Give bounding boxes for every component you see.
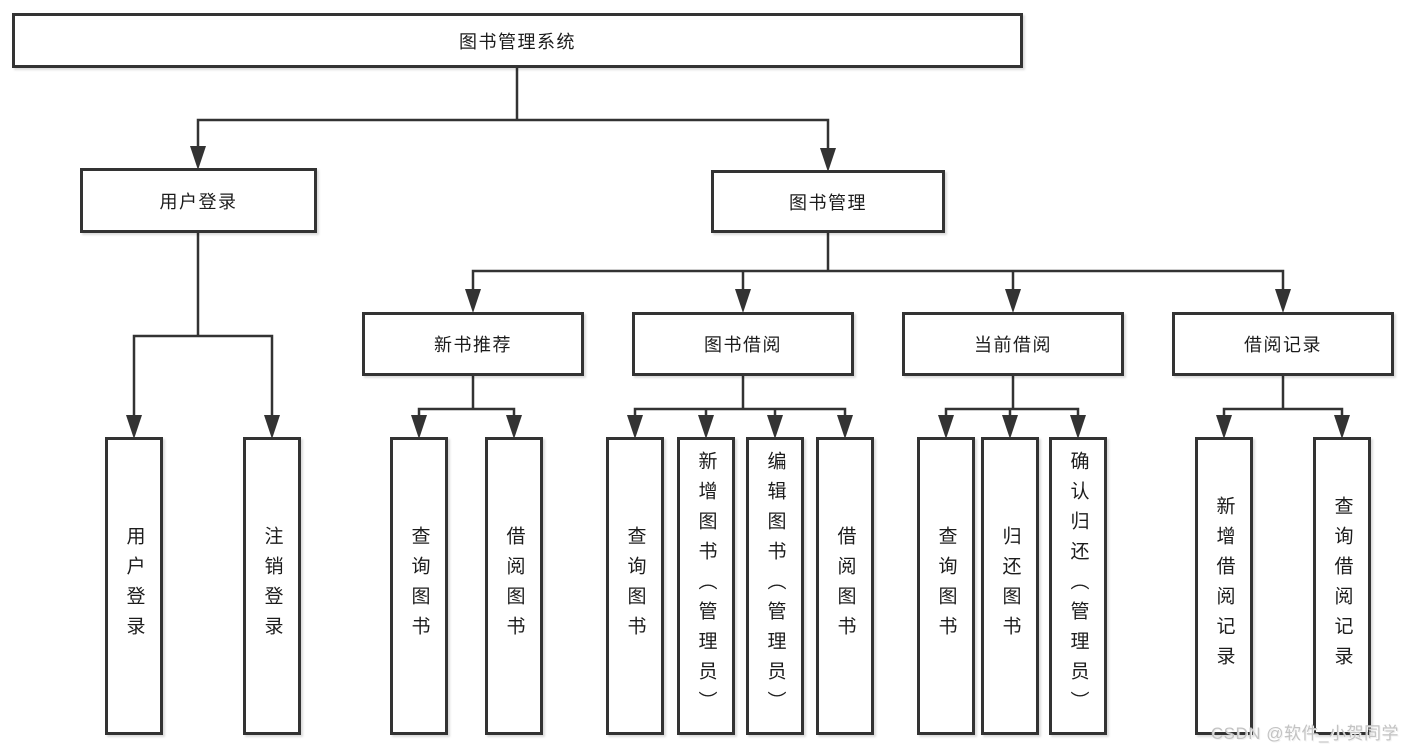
leaf-logout-label: 注销登录 [261, 526, 283, 646]
leaf-borrow-query-book: 查询图书 [606, 437, 664, 735]
leaf-borrow-borrow-book: 借阅图书 [816, 437, 874, 735]
node-new-book-recommend: 新书推荐 [362, 312, 584, 376]
leaf-edit-book-admin: 编辑图书（管理员） [746, 437, 804, 735]
node-user-login: 用户登录 [80, 168, 317, 233]
leaf-query-borrow-record: 查询借阅记录 [1313, 437, 1371, 735]
leaf-query-borrow-record-label: 查询借阅记录 [1331, 496, 1353, 676]
connector-bookborrow-branch [633, 407, 847, 418]
node-book-borrow: 图书借阅 [632, 312, 854, 376]
connector-bookmgmt-branch [471, 269, 1285, 292]
connector-newbook-branch [417, 407, 516, 418]
leaf-add-borrow-record-label: 新增借阅记录 [1213, 496, 1235, 676]
connector-currentborrow-branch [944, 407, 1080, 418]
node-book-borrow-label: 图书借阅 [704, 335, 782, 355]
node-book-management-label: 图书管理 [789, 192, 867, 213]
leaf-return-book: 归还图书 [981, 437, 1039, 735]
leaf-edit-book-admin-label: 编辑图书（管理员） [764, 451, 786, 721]
csdn-watermark: CSDN @软件_小贺同学 [1210, 724, 1399, 743]
node-new-book-recommend-label: 新书推荐 [434, 335, 512, 355]
node-borrow-record-label: 借阅记录 [1244, 335, 1322, 355]
leaf-borrow-borrow-book-label: 借阅图书 [834, 526, 856, 646]
leaf-add-borrow-record: 新增借阅记录 [1195, 437, 1253, 735]
leaf-newbook-borrow-book: 借阅图书 [485, 437, 543, 735]
node-current-borrow-label: 当前借阅 [974, 335, 1052, 355]
connector-borrowrecord-branch [1222, 407, 1344, 418]
leaf-current-query-book-label: 查询图书 [935, 526, 957, 646]
node-book-management: 图书管理 [711, 170, 945, 233]
node-user-login-label: 用户登录 [159, 191, 238, 212]
leaf-logout: 注销登录 [243, 437, 301, 735]
node-borrow-record: 借阅记录 [1172, 312, 1394, 376]
node-root-label: 图书管理系统 [459, 31, 576, 52]
leaf-user-login-label: 用户登录 [123, 526, 145, 646]
leaf-add-book-admin: 新增图书（管理员） [677, 437, 735, 735]
leaf-current-query-book: 查询图书 [917, 437, 975, 735]
connector-userlogin-branch [132, 334, 274, 418]
leaf-return-book-label: 归还图书 [999, 526, 1021, 646]
connector-root-branch [196, 118, 830, 150]
leaf-user-login: 用户登录 [105, 437, 163, 735]
leaf-newbook-query-book-label: 查询图书 [408, 526, 430, 646]
leaf-add-book-admin-label: 新增图书（管理员） [695, 451, 717, 721]
leaf-newbook-query-book: 查询图书 [390, 437, 448, 735]
leaf-borrow-query-book-label: 查询图书 [624, 526, 646, 646]
node-current-borrow: 当前借阅 [902, 312, 1124, 376]
leaf-confirm-return-admin: 确认归还（管理员） [1049, 437, 1107, 735]
node-root-system: 图书管理系统 [12, 13, 1023, 68]
arrowheads [126, 146, 1350, 439]
leaf-newbook-borrow-book-label: 借阅图书 [503, 526, 525, 646]
leaf-confirm-return-admin-label: 确认归还（管理员） [1067, 451, 1089, 721]
